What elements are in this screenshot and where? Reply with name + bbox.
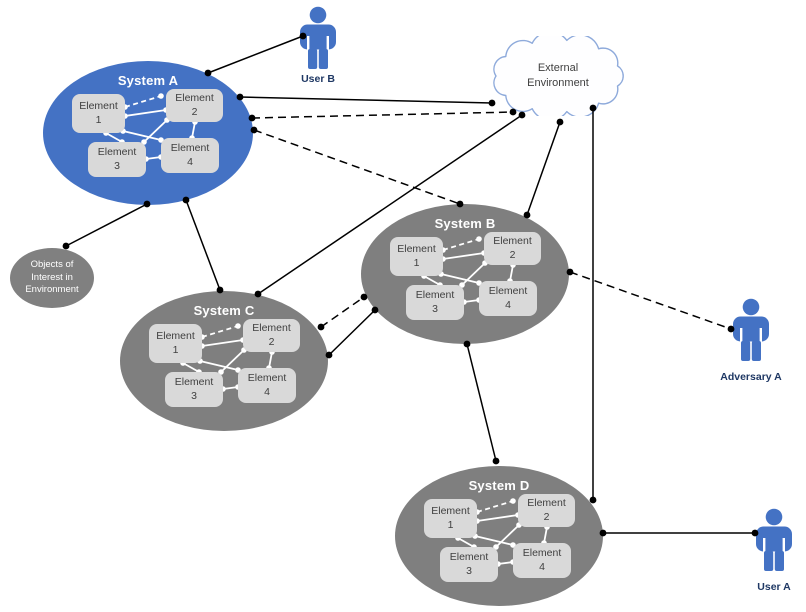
objects-of-interest-label-line: Objects of [30,258,74,270]
user-a-label: User A [757,581,791,593]
system-a-title: System A [117,73,179,88]
system-c-element-3-label-line: 3 [191,389,197,402]
system-b-element-2-label-line: 2 [509,248,516,261]
system-c-title: System C [193,303,255,318]
system-c-element-2-label-line: Element [252,322,291,335]
system-a-element-1-label-line: 1 [95,113,102,126]
system-a-element-2-label-line: 2 [191,105,198,118]
system-b-element-2-label-line: Element [493,235,532,248]
system-c-element-4-label-line: Element [247,372,287,385]
system-c-internal-connections [180,323,275,392]
system-d-element-1-label-line: 1 [447,518,454,531]
connection-system-d-to-user-a [599,529,759,537]
system-c-element-4-label-line: 4 [264,385,270,398]
system-a-element-4-label-line: 4 [187,155,193,168]
system-a-element-2-label-line: Element [175,92,214,105]
system-d-element-2-label-line: 2 [543,510,550,523]
system-d-element-2-label-line: Element [527,497,566,510]
person-icon [756,508,792,571]
system-b-element-1-label-line: 1 [413,256,420,269]
objects-of-interest-label-line: Environment [25,284,79,296]
system-b-element-3-label-line: 3 [432,302,438,315]
connection-system-a-to-external-environment [236,93,496,107]
system-a-element-3-label-line: 3 [114,159,120,172]
cloud-shape [493,31,624,121]
system-b-element-4-label-line: Element [488,285,528,298]
system-d-element-1-label-line: Element [431,505,470,518]
adversary-a-label: Adversary A [720,371,782,383]
system-b-element-3-label-line: Element [415,289,455,302]
connection-system-a-to-objects-of-interest [62,200,151,250]
system-d-element-3-label-line: 3 [466,564,472,577]
system-d-element-4-label-line: Element [522,547,562,560]
system-b-title: System B [434,216,496,231]
user-a[interactable] [751,508,797,572]
system-c-element-1-label-line: 1 [172,343,179,356]
connection-system-a-to-system-c [182,196,224,294]
connection-system-a-to-external-environment-dashed [248,108,517,122]
system-d-element-3-label-line: Element [449,551,489,564]
person-icon [733,298,769,361]
connection-external-environment-to-system-d [589,104,597,504]
system-c-element-3-label-line: Element [174,376,214,389]
connection-system-b-to-system-d [463,340,500,465]
user-b-label: User B [301,73,335,85]
external-environment-label-line: Environment [527,77,589,89]
external-environment-label-line: External [537,62,579,75]
connection-system-a-to-system-b-dashed [250,126,464,208]
person-icon [300,6,336,69]
connection-system-b-to-adversary-a-dashed [566,268,735,333]
system-c-element-1-label-line: Element [156,330,195,343]
system-a-ellipse [43,61,253,205]
system-a-element-3-label-line: Element [97,146,137,159]
user-b[interactable] [295,6,341,70]
system-a-element-1-label-line: Element [79,100,118,113]
adversary-a[interactable] [728,298,774,362]
system-d-element-4-label-line: 4 [539,560,545,573]
objects-of-interest-label-line: Interest in [31,271,73,283]
system-d-title: System D [468,478,530,493]
system-b-element-1-label-line: Element [397,243,436,256]
system-a-element-4-label-line: Element [170,142,210,155]
system-c-element-2-label-line: 2 [268,335,275,348]
system-b-element-4-label-line: 4 [505,298,511,311]
